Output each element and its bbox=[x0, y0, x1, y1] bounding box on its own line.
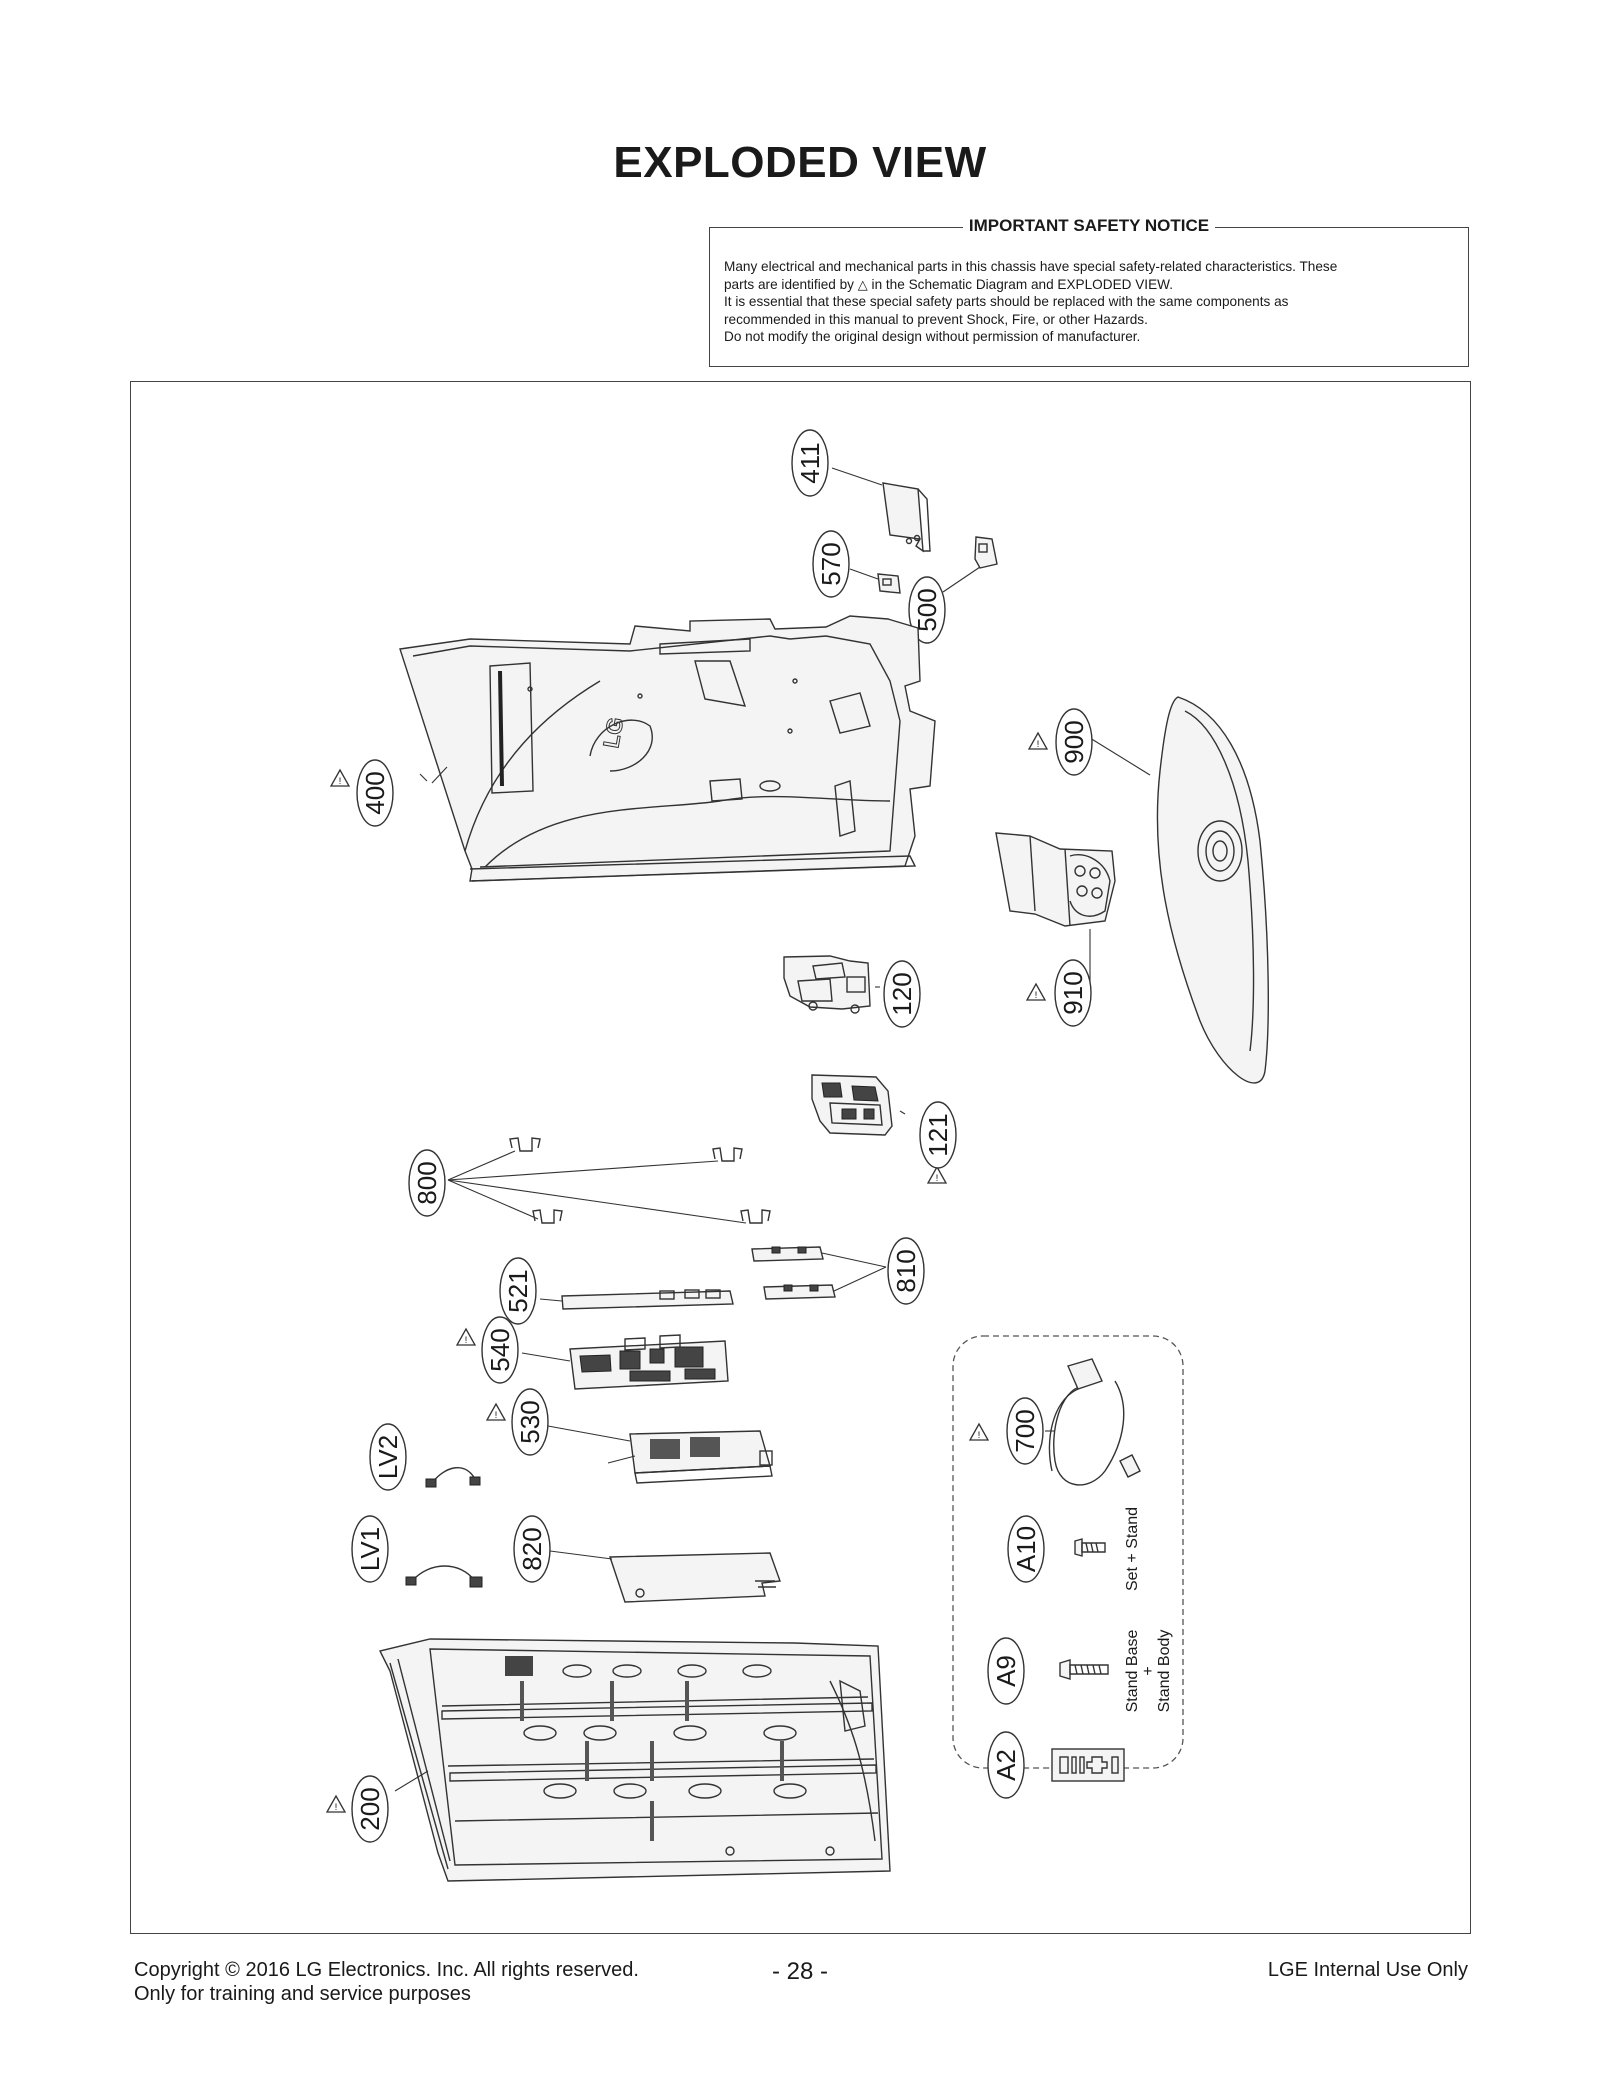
diagram-frame bbox=[130, 381, 1471, 1934]
lg-logo: LG bbox=[598, 715, 628, 749]
footer-copyright: Copyright © 2016 LG Electronics. Inc. Al… bbox=[134, 1959, 639, 1981]
svg-text:521: 521 bbox=[503, 1269, 533, 1312]
svg-text:820: 820 bbox=[517, 1527, 547, 1570]
label-900: 900 bbox=[1055, 708, 1093, 776]
label-lv1: LV1 bbox=[351, 1515, 389, 1583]
svg-text:Set + Stand: Set + Stand bbox=[1124, 1507, 1141, 1591]
part-411-bracket bbox=[882, 482, 931, 553]
warning-triangle-icon bbox=[969, 1423, 989, 1441]
safety-notice-body: Many electrical and mechanical parts in … bbox=[724, 258, 1454, 346]
label-800: 800 bbox=[408, 1149, 446, 1217]
part-800-brackets bbox=[509, 1137, 771, 1224]
notice-line-2b: in the Schematic Diagram and EXPLODED VI… bbox=[871, 276, 1173, 292]
svg-text:700: 700 bbox=[1010, 1409, 1040, 1452]
svg-text:900: 900 bbox=[1059, 720, 1089, 763]
svg-text:800: 800 bbox=[412, 1161, 442, 1204]
svg-text:530: 530 bbox=[515, 1400, 545, 1443]
footer-internal: LGE Internal Use Only bbox=[1267, 1959, 1468, 1981]
label-530: 530 bbox=[511, 1388, 549, 1456]
footer-left: Copyright © 2016 LG Electronics. Inc. Al… bbox=[134, 1958, 639, 2006]
part-810-boards bbox=[751, 1246, 836, 1300]
svg-text:A10: A10 bbox=[1011, 1526, 1041, 1572]
part-530-power-board bbox=[629, 1430, 773, 1484]
part-400-back-cover: LG bbox=[399, 615, 936, 882]
svg-text:500: 500 bbox=[912, 588, 942, 631]
label-540: 540 bbox=[481, 1316, 519, 1384]
label-910: 910 bbox=[1054, 959, 1092, 1027]
svg-text:+: + bbox=[1140, 1666, 1157, 1675]
warning-triangle-icon bbox=[1028, 732, 1048, 750]
label-411: 411 bbox=[791, 429, 829, 497]
svg-text:120: 120 bbox=[887, 972, 917, 1015]
svg-text:Stand Body: Stand Body bbox=[1156, 1630, 1173, 1713]
footer-training: Only for training and service purposes bbox=[134, 1983, 471, 2005]
label-521: 521 bbox=[499, 1257, 537, 1325]
part-a2-label bbox=[1051, 1748, 1125, 1782]
label-a10: A10 bbox=[1007, 1515, 1045, 1583]
warning-triangle-icon bbox=[330, 769, 350, 787]
svg-text:A9: A9 bbox=[991, 1655, 1021, 1687]
warning-triangle-icon bbox=[1026, 983, 1046, 1001]
part-200-lcd-module bbox=[378, 1638, 891, 1882]
safety-notice-box: IMPORTANT SAFETY NOTICE Many electrical … bbox=[709, 216, 1469, 367]
label-120: 120 bbox=[883, 960, 921, 1028]
warning-triangle-icon: △ bbox=[857, 276, 868, 292]
part-540-main-board bbox=[569, 1334, 729, 1390]
page-title: EXPLODED VIEW bbox=[613, 138, 987, 187]
part-900-stand-base bbox=[1156, 696, 1269, 1084]
label-700: 700 bbox=[1006, 1397, 1044, 1465]
svg-text:LV1: LV1 bbox=[355, 1527, 385, 1571]
svg-text:910: 910 bbox=[1058, 971, 1088, 1014]
exploded-view-diagram: ! 411 570 500 bbox=[326, 429, 1269, 1882]
label-200: 200 bbox=[351, 1775, 389, 1843]
svg-text:810: 810 bbox=[891, 1249, 921, 1292]
svg-text:A2: A2 bbox=[991, 1749, 1021, 1781]
svg-text:Stand Base: Stand Base bbox=[1124, 1630, 1141, 1713]
part-500-button bbox=[974, 536, 998, 569]
part-820-sheet bbox=[609, 1552, 781, 1603]
part-120-module bbox=[783, 955, 871, 1014]
svg-text:LV2: LV2 bbox=[373, 1435, 403, 1479]
svg-text:200: 200 bbox=[355, 1787, 385, 1830]
notice-line-1: Many electrical and mechanical parts in … bbox=[724, 259, 1338, 274]
label-a9: A9 bbox=[987, 1637, 1025, 1705]
part-910-stand-body bbox=[995, 832, 1116, 927]
notice-line-2a: parts are identified by bbox=[724, 276, 854, 292]
label-570: 570 bbox=[812, 530, 850, 598]
part-521-bracket bbox=[561, 1289, 734, 1310]
warning-triangle-icon bbox=[927, 1166, 947, 1184]
label-820: 820 bbox=[513, 1515, 551, 1583]
svg-text:121: 121 bbox=[923, 1113, 953, 1156]
label-a2: A2 bbox=[987, 1731, 1025, 1799]
part-570-clip bbox=[877, 573, 901, 594]
accessory-group-box bbox=[952, 1335, 1184, 1769]
svg-text:540: 540 bbox=[485, 1328, 515, 1371]
svg-text:411: 411 bbox=[795, 442, 825, 483]
part-a10-screw: Set + Stand bbox=[1074, 1507, 1141, 1591]
label-810: 810 bbox=[887, 1237, 925, 1305]
warning-triangle-icon bbox=[456, 1328, 476, 1346]
label-500: 500 bbox=[908, 576, 946, 644]
label-lv2: LV2 bbox=[369, 1423, 407, 1491]
warning-triangle-icon bbox=[486, 1403, 506, 1421]
part-121-module bbox=[811, 1074, 893, 1136]
svg-text:400: 400 bbox=[360, 771, 390, 814]
notice-line-5: Do not modify the original design withou… bbox=[724, 329, 1141, 344]
notice-line-4: recommended in this manual to prevent Sh… bbox=[724, 311, 1148, 327]
part-lv1-cable bbox=[405, 1565, 483, 1588]
part-a9-screw: Stand Base + Stand Body bbox=[1059, 1630, 1173, 1713]
part-700-power-cord bbox=[1048, 1358, 1141, 1486]
notice-line-3: It is essential that these special safet… bbox=[724, 294, 1289, 309]
label-400: 400 bbox=[356, 759, 394, 827]
label-121: 121 bbox=[919, 1101, 957, 1169]
footer-page-number: - 28 - bbox=[771, 1958, 828, 1985]
svg-text:570: 570 bbox=[816, 542, 846, 585]
safety-notice-title: IMPORTANT SAFETY NOTICE bbox=[962, 216, 1216, 235]
part-lv2-cable bbox=[425, 1467, 481, 1488]
warning-triangle-icon bbox=[326, 1795, 346, 1813]
